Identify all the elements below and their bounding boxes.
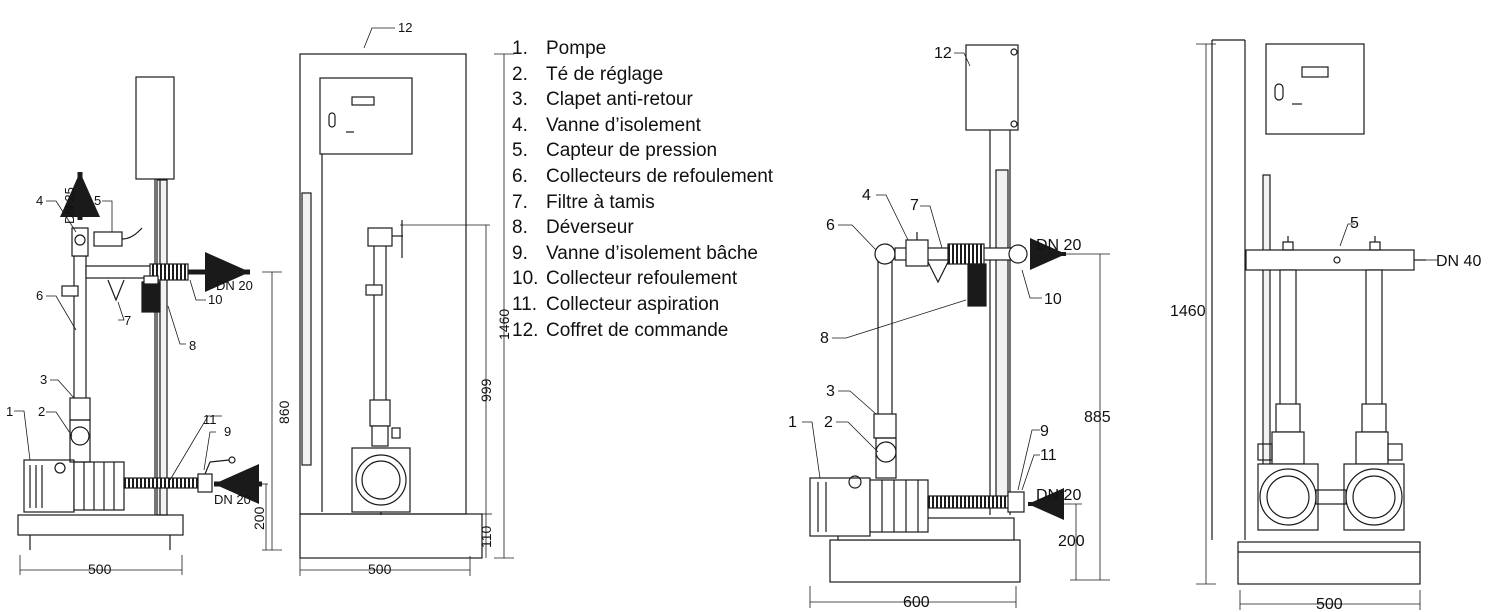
single-pump-side-callouts — [14, 200, 222, 481]
pump-body — [869, 479, 929, 533]
legend-item-12: 12.Coffret de commande — [512, 319, 729, 341]
svg-text:4: 4 — [862, 187, 871, 204]
pressure-sensor — [93, 231, 123, 247]
legend-item-4: 4.Vanne d’isolement — [512, 114, 701, 136]
svg-text:6: 6 — [826, 217, 835, 234]
control-box — [1265, 43, 1365, 135]
svg-text:8: 8 — [189, 338, 196, 353]
check-valve — [873, 413, 897, 439]
control-box — [319, 77, 413, 155]
suction-hose — [123, 477, 203, 489]
control-box — [965, 44, 1019, 131]
isolation-valve — [71, 227, 89, 257]
isolation-valve — [905, 239, 929, 267]
legend-item-5: 5.Capteur de pression — [512, 140, 718, 162]
svg-text:5: 5 — [1350, 215, 1359, 232]
svg-text:DN 20: DN 20 — [216, 278, 253, 293]
svg-text:10: 10 — [208, 292, 222, 307]
motor — [809, 477, 871, 537]
svg-text:11: 11 — [203, 412, 217, 427]
base-frame — [299, 513, 483, 559]
single-pump-side-view — [17, 76, 262, 550]
relief-valve — [967, 263, 987, 307]
svg-text:500: 500 — [88, 561, 112, 577]
svg-text:DN 20: DN 20 — [214, 492, 251, 507]
legend-list: 1.Pompe 2.Té de réglage 3.Clapet anti-re… — [512, 36, 773, 343]
svg-text:7: 7 — [124, 313, 131, 328]
svg-text:860: 860 — [276, 400, 292, 424]
legend-item-1: 1.Pompe — [512, 38, 607, 59]
single-pump-side-dimensions — [19, 271, 282, 575]
svg-text:DN 20: DN 20 — [1036, 237, 1081, 254]
single-pump-front-view — [299, 53, 483, 559]
svg-text:200: 200 — [251, 506, 267, 530]
svg-text:885: 885 — [1084, 409, 1111, 426]
motor — [23, 459, 75, 513]
svg-text:5: 5 — [94, 193, 101, 208]
svg-text:9: 9 — [224, 424, 231, 439]
svg-text:8: 8 — [820, 330, 829, 347]
svg-text:12: 12 — [398, 20, 412, 35]
svg-text:2: 2 — [824, 414, 833, 431]
svg-text:9: 9 — [1040, 423, 1049, 440]
svg-text:999: 999 — [478, 378, 494, 402]
discharge-manifold — [1245, 249, 1415, 271]
base-frame — [1237, 541, 1421, 585]
legend-item-3: 3.Clapet anti-retour — [512, 89, 693, 111]
svg-text:500: 500 — [368, 561, 392, 577]
svg-text:1460: 1460 — [496, 309, 512, 340]
twin-pump-front-dimensions — [1196, 43, 1438, 610]
discharge-pipe — [877, 261, 893, 418]
twin-pump-side-labels: 1 2 3 4 6 7 8 9 10 11 12 DN 20 DN 20 — [788, 45, 1081, 504]
svg-text:DN 20: DN 20 — [1036, 487, 1081, 504]
twin-pump-side-dimensions — [809, 253, 1110, 608]
legend-item-7: 7.Filtre à tamis — [512, 191, 655, 213]
suction-hose — [927, 495, 1011, 509]
svg-text:2: 2 — [38, 404, 45, 419]
svg-text:4: 4 — [36, 193, 43, 208]
discharge-pipe — [73, 255, 87, 417]
single-pump-side-labels: 1 2 3 4 5 6 7 8 9 10 11 DN 25 DN 20 DN 2… — [6, 187, 253, 507]
legend-item-2: 2.Té de réglage — [512, 63, 664, 85]
svg-text:500: 500 — [1316, 596, 1343, 612]
svg-text:12: 12 — [934, 45, 952, 62]
svg-text:110: 110 — [478, 525, 494, 548]
svg-text:1: 1 — [6, 404, 13, 419]
twin-pump-side-view — [809, 44, 1066, 583]
svg-text:3: 3 — [826, 383, 835, 400]
svg-text:600: 600 — [903, 594, 930, 611]
svg-text:6: 6 — [36, 288, 43, 303]
svg-text:DN 25: DN 25 — [62, 187, 77, 224]
svg-text:7: 7 — [910, 197, 919, 214]
legend-item-6: 6.Collecteurs de refoulement — [512, 165, 774, 187]
legend-item-9: 9.Vanne d’isolement bâche — [512, 242, 758, 264]
svg-text:200: 200 — [1058, 533, 1085, 550]
legend-item-11: 11.Collecteur aspiration — [512, 293, 720, 315]
base-frame — [829, 539, 1021, 583]
svg-text:1460: 1460 — [1170, 303, 1206, 320]
twin-pump-side-callouts — [802, 52, 1042, 491]
svg-text:1: 1 — [788, 414, 797, 431]
twin-pump-front-view — [1211, 39, 1426, 585]
legend-item-10: 10.Collecteur refoulement — [512, 268, 738, 290]
single-pump-front-dimensions — [299, 27, 514, 576]
pump-volute — [351, 447, 411, 513]
pump-body — [73, 461, 125, 511]
legend-item-8: 8.Déverseur — [512, 217, 634, 239]
control-box — [135, 76, 175, 180]
svg-text:3: 3 — [40, 372, 47, 387]
base-frame — [17, 514, 184, 536]
check-valve — [69, 397, 91, 421]
svg-text:10: 10 — [1044, 291, 1062, 308]
svg-text:11: 11 — [1040, 447, 1057, 464]
svg-text:DN 40: DN 40 — [1436, 253, 1481, 270]
